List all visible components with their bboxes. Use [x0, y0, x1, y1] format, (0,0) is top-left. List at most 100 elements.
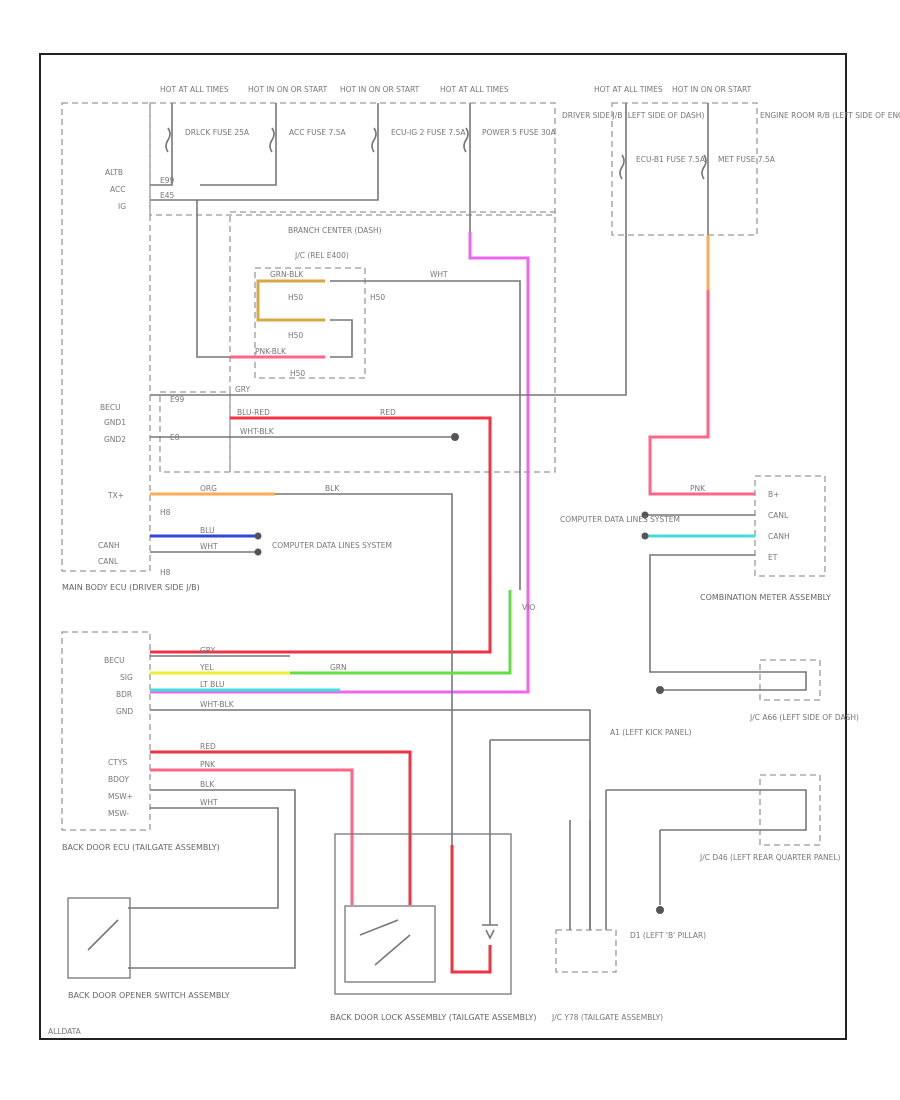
wire-label-wht-3: WHT: [200, 798, 218, 807]
ground-a1-label: A1 (LEFT KICK PANEL): [610, 728, 692, 737]
wire-pink-lock: [150, 768, 354, 905]
wire-branch-inner: [330, 319, 353, 358]
fuse-5-label: ECU-B1 FUSE 7.5A: [636, 155, 706, 164]
branch-h50-3: H50: [288, 331, 303, 340]
jc-a66-label: J/C A66 (LEFT SIDE OF DASH): [749, 713, 859, 722]
wire-label-gry-2: GRY: [200, 646, 216, 655]
fuse-4-label: POWER 5 FUSE 30A: [482, 128, 557, 137]
wire-jc-a66-loop: [760, 671, 807, 691]
can-dot-2: [254, 548, 262, 556]
jc-y78-label: J/C Y78 (TAILGATE ASSEMBLY): [551, 1013, 663, 1022]
fuse-2-label: ACC FUSE 7.5A: [289, 128, 346, 137]
ecu-connector-h8a: H8: [160, 508, 171, 517]
branch-h50-2: H50: [370, 293, 385, 302]
combo-dot-1: [641, 511, 649, 519]
ecu-pin-ig: IG: [118, 202, 126, 211]
ground-dot-a1: [656, 686, 664, 694]
wire-acc-down: [196, 200, 230, 358]
source-label-2: HOT IN ON OR START: [248, 85, 328, 94]
bd-pin-sig: SIG: [120, 673, 133, 682]
ground-d1-label: D1 (LEFT 'B' PILLAR): [630, 931, 706, 940]
ecu-pin-tx: TX+: [107, 491, 124, 500]
wire-label-red-1: RED: [380, 408, 396, 417]
ground-dot-d1: [656, 906, 664, 914]
combo-dot-2: [641, 532, 649, 540]
computer-data-left: COMPUTER DATA LINES SYSTEM: [272, 541, 392, 550]
branch-center-label: BRANCH CENTER (DASH): [288, 226, 382, 235]
ecu-connector-e99: E99: [160, 176, 175, 185]
wire-label-wht-blk-1: WHT-BLK: [240, 427, 275, 436]
source-label-3: HOT IN ON OR START: [340, 85, 420, 94]
source-label-1: HOT AT ALL TIMES: [160, 85, 229, 94]
fuse-6-label: MET FUSE 7.5A: [718, 155, 776, 164]
branch-jc-box: [254, 267, 366, 379]
main-ecu-box: [61, 102, 151, 572]
wire-label-pnk-2: PNK: [200, 760, 216, 769]
wire-jc-d46-loop: [760, 789, 807, 831]
wire-tan-loop: [256, 279, 325, 322]
wire-label-grn-blk: GRN-BLK: [270, 270, 304, 279]
wire-blk-lock-sensor: [489, 739, 590, 925]
wire-wht-branch: [330, 280, 521, 590]
wire-wht-opener: [128, 807, 279, 909]
opener-switch-box: [67, 897, 131, 979]
wire-label-blu-red: BLU-RED: [237, 408, 270, 417]
source-label-4: HOT AT ALL TIMES: [440, 85, 509, 94]
combo-meter-label: COMBINATION METER ASSEMBLY: [700, 593, 831, 602]
ecu-connector-e45: E45: [160, 191, 175, 200]
lock-switch-symbol: [359, 919, 411, 966]
lock-sensor-symbol: [482, 924, 498, 940]
bd-pin-becu: BECU: [104, 656, 125, 665]
wire-jc-d46: [606, 789, 760, 905]
lock-inner-box: [344, 905, 436, 983]
wire-label-wht-1: WHT: [430, 270, 448, 279]
wire-label-wht-blk-2: WHT-BLK: [200, 700, 235, 709]
bd-pin-msw-plus: MSW+: [108, 792, 133, 801]
wire-gry-becu: [150, 235, 627, 396]
ecu-pin-canl: CANL: [98, 557, 119, 566]
opener-switch-symbol: [87, 919, 119, 951]
wire-pink-met: [648, 290, 755, 496]
fuse-3-label: ECU-IG 2 FUSE 7.5A: [391, 128, 466, 137]
back-door-ecu-box: [61, 631, 151, 831]
driver-jb-box: [149, 102, 556, 216]
ecu-pin-canh: CANH: [98, 541, 120, 550]
driver-jb-label: DRIVER SIDE J/B (LEFT SIDE OF DASH): [562, 111, 704, 120]
combo-meter-box: [754, 475, 826, 577]
computer-data-right: COMPUTER DATA LINES SYSTEM: [560, 515, 680, 524]
diagram-frame: [39, 53, 847, 1040]
wire-label-blk-2: BLK: [200, 780, 215, 789]
bd-pin-bdoy: BDOY: [108, 775, 129, 784]
wire-jc-y78: [569, 790, 607, 930]
source-label-5: HOT AT ALL TIMES: [594, 85, 663, 94]
wire-red-becu: [150, 416, 492, 654]
wire-green-sig: [290, 590, 512, 675]
ecu-pin-altb: ALTB: [105, 168, 123, 177]
wire-wht-blk-gnd: [150, 709, 591, 930]
branch-h50-4: H50: [290, 369, 305, 378]
bd-pin-msw-minus: MSW-: [108, 809, 129, 818]
wire-label-pnk: PNK: [690, 484, 706, 493]
wire-label-gry-1: GRY: [235, 385, 251, 394]
wire-magenta: [150, 232, 530, 694]
can-dot-1: [254, 532, 262, 540]
wire-label-blu: BLU: [200, 526, 214, 535]
footer-mark: ALLDATA: [48, 1027, 82, 1036]
wire-label-wht-2: WHT: [200, 542, 218, 551]
wire-red-lock: [150, 750, 412, 905]
back-door-lock-label: BACK DOOR LOCK ASSEMBLY (TAILGATE ASSEMB…: [330, 1013, 536, 1022]
bd-pin-ctys: CTYS: [108, 758, 127, 767]
combo-pin-canl: CANL: [768, 511, 789, 520]
wire-label-yel: YEL: [199, 663, 214, 672]
combo-pin-et: ET: [768, 553, 778, 562]
wire-label-pnk-blk: PNK-BLK: [255, 347, 287, 356]
wire-wht-blk-combo: [649, 554, 760, 673]
ecu-inner-box: [159, 391, 231, 473]
ecu-pin-acc: ACC: [110, 185, 125, 194]
source-label-6: HOT IN ON OR START: [672, 85, 752, 94]
wire-label-org: ORG: [200, 484, 217, 493]
jc-a66-box: [759, 659, 821, 701]
wire-blk-tx: [275, 493, 453, 845]
fuse-wires: [150, 103, 709, 235]
ecu-connector-h8b: H8: [160, 568, 171, 577]
